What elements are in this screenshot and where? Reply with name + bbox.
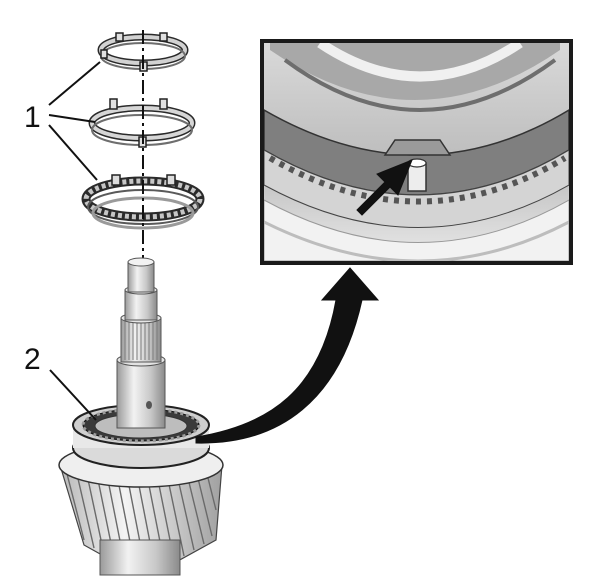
detail-curved-arrow [195, 267, 380, 444]
detail-inset [260, 39, 573, 265]
callout-1-leaders [48, 61, 101, 181]
callout-label-1: 1 [24, 101, 41, 134]
detail-pointer-arrow [356, 159, 413, 216]
callout-2-leader [49, 369, 97, 421]
callout-label-2: 2 [24, 343, 41, 376]
shaft-body [116, 257, 166, 429]
input-shaft-assembly [58, 257, 224, 576]
